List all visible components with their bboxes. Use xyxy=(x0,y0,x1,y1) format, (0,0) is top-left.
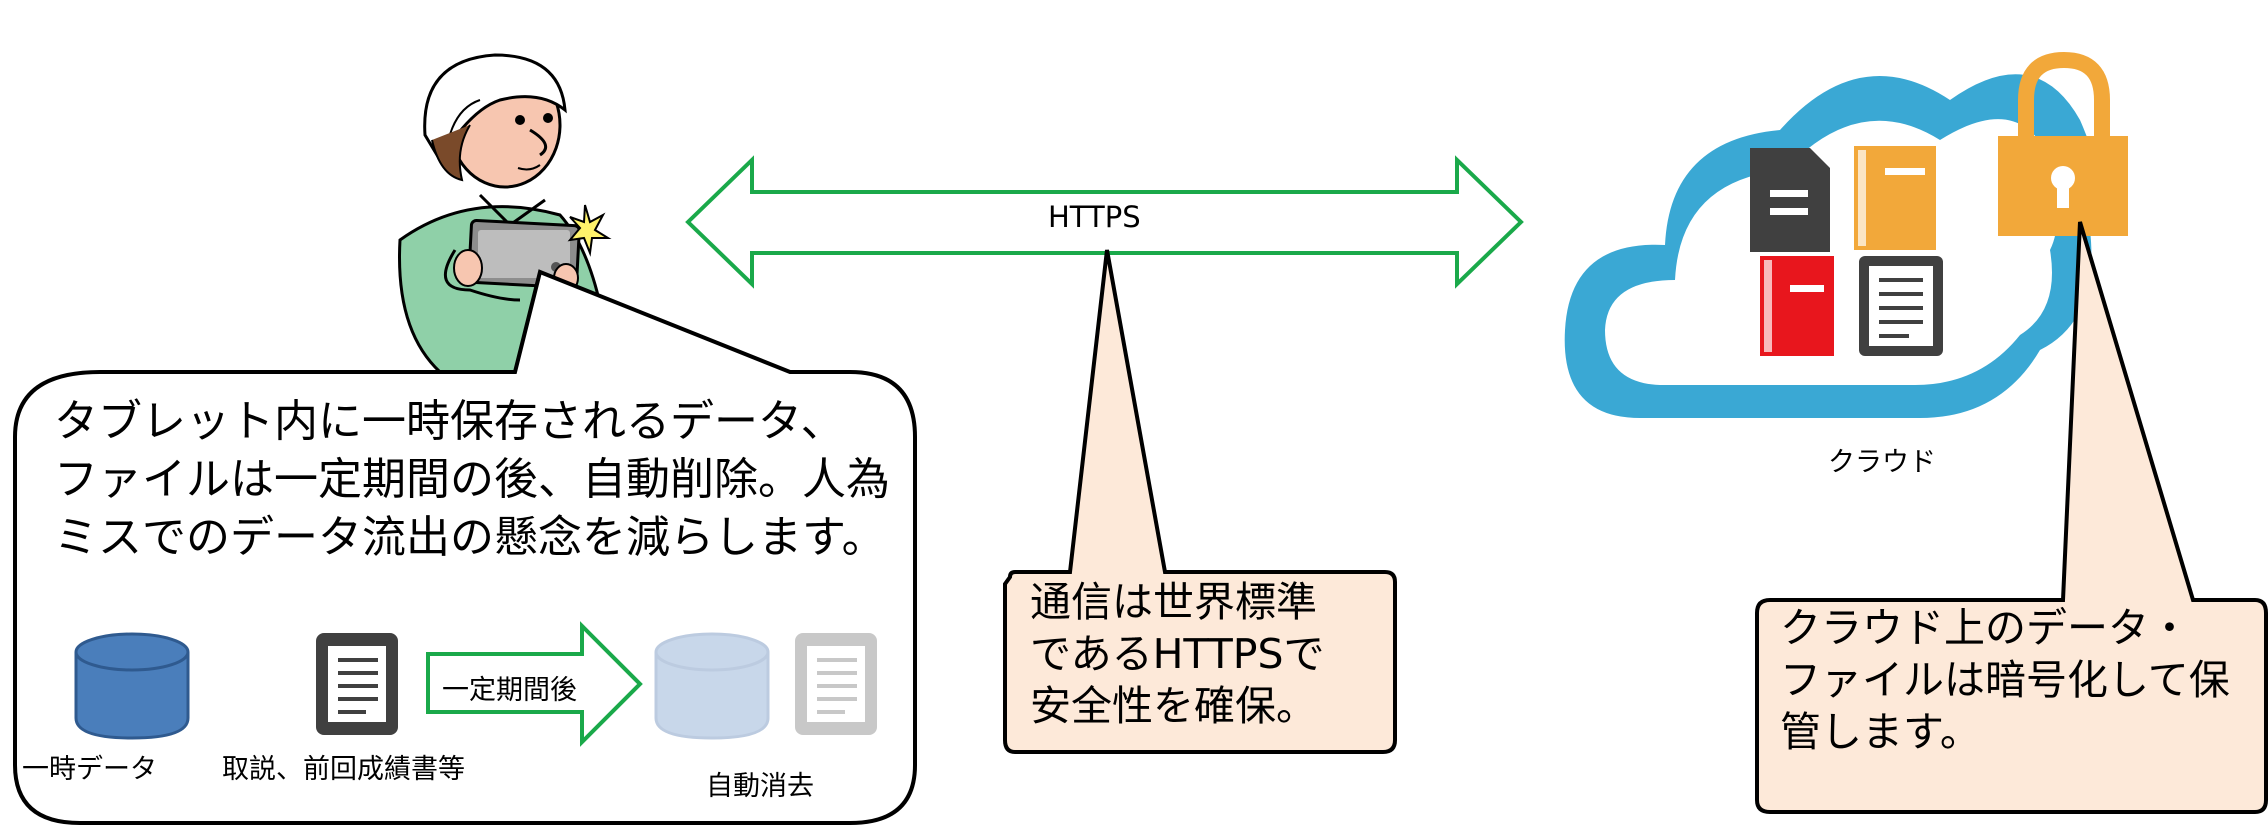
document-icon xyxy=(795,633,877,735)
document-icon xyxy=(316,633,398,735)
arrow-label: 一定期間後 xyxy=(442,675,577,706)
docs-label: 取説、前回成績書等 xyxy=(222,754,465,785)
https-callout-bubble xyxy=(1003,249,1397,754)
temp-data-label: 一時データ xyxy=(22,754,157,785)
database-icon xyxy=(654,632,770,740)
https-callout-line: であるHTTPSで xyxy=(1030,630,1325,678)
deleted-label: 自動消去 xyxy=(706,771,814,802)
cloud-callout-line: 管します。 xyxy=(1780,708,1981,756)
https-arrow-icon xyxy=(685,155,1524,289)
https-callout-line: 安全性を確保。 xyxy=(1030,682,1317,730)
cloud-callout-bubble xyxy=(1755,221,2268,814)
worker-with-tablet-icon xyxy=(398,53,612,374)
tablet-callout-text: タブレット内に一時保存されるデータ、 ファイルは一定期間の後、自動削除。人為 ミ… xyxy=(54,393,890,567)
cloud-callout-text: クラウド上のデータ・ ファイルは暗号化して保 管します。 xyxy=(1780,602,2230,758)
database-icon xyxy=(74,632,190,740)
https-callout-line: 通信は世界標準 xyxy=(1030,578,1317,626)
cloud-callout-line: クラウド上のデータ・ xyxy=(1780,604,2190,652)
book-icon xyxy=(1854,146,1936,250)
document-icon xyxy=(1750,148,1830,252)
cloud-callout-line: ファイルは暗号化して保 xyxy=(1780,656,2230,704)
https-label: HTTPS xyxy=(1048,200,1141,234)
tablet-callout-line: ミスでのデータ流出の懸念を減らします。 xyxy=(54,512,886,563)
tablet-callout-line: ファイルは一定期間の後、自動削除。人為 xyxy=(54,454,890,505)
cloud-label: クラウド xyxy=(1828,447,1936,478)
cloud-icon xyxy=(1564,74,2101,419)
book-icon xyxy=(1760,256,1834,356)
document-icon xyxy=(1859,256,1943,356)
lock-icon xyxy=(1998,51,2128,236)
tablet-callout-line: タブレット内に一時保存されるデータ、 xyxy=(54,396,845,447)
arrow-icon xyxy=(426,621,643,747)
https-callout-text: 通信は世界標準 であるHTTPSで 安全性を確保。 xyxy=(1030,576,1325,732)
